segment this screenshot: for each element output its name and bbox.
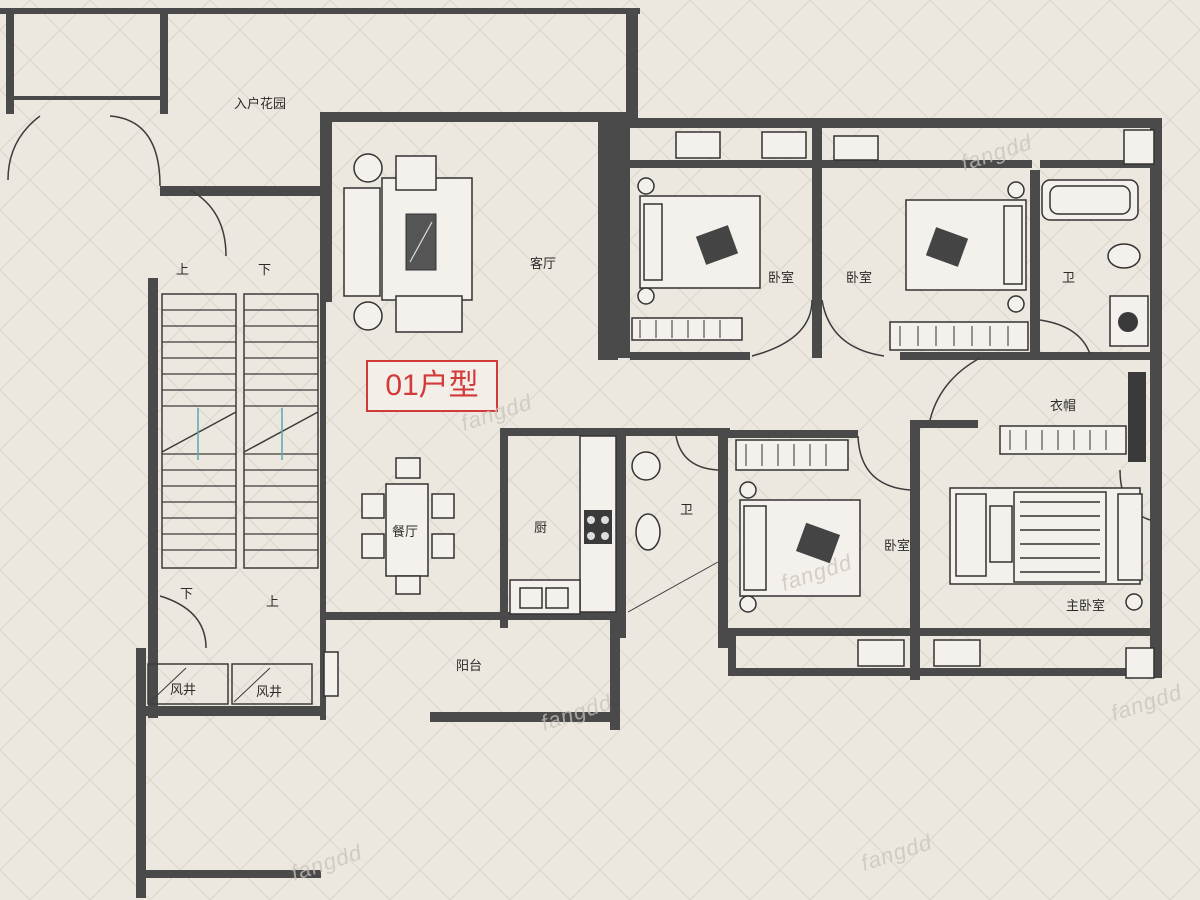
air-shaft-label: 风井	[256, 685, 282, 700]
walls	[0, 8, 1162, 898]
bedroom-label: 卧室	[846, 270, 872, 286]
wardrobe-fixtures	[999, 372, 1146, 462]
stair-up-label: 上	[176, 263, 189, 278]
living-room-label: 客厅	[530, 256, 556, 272]
bathroom-label: 卫	[1062, 271, 1075, 286]
bathroom-label: 卫	[680, 503, 693, 518]
wardrobe-label: 衣帽	[1050, 398, 1076, 414]
staircase	[161, 293, 319, 569]
kitchen-label: 厨	[534, 521, 547, 536]
master-bath-fixtures	[1041, 129, 1155, 347]
dining-room-label: 餐厅	[392, 524, 418, 540]
air-shafts	[147, 663, 313, 705]
master-bed	[933, 487, 1155, 679]
balcony-fixtures	[323, 651, 339, 697]
dining-table	[361, 457, 455, 595]
stair-down-label: 下	[258, 263, 271, 278]
kitchen-counters	[509, 435, 617, 615]
bedroom-1-furniture	[631, 131, 807, 341]
bedroom-label: 卧室	[884, 538, 910, 554]
stair-down-label: 下	[180, 587, 193, 602]
bedroom-label: 卧室	[768, 270, 794, 286]
stair-up-label: 上	[266, 595, 279, 610]
bedroom-3-furniture	[735, 439, 905, 667]
bedroom-2-furniture	[833, 135, 1029, 351]
sofa-set	[343, 153, 473, 333]
entry-garden-label: 入户花园	[234, 96, 286, 112]
balcony-label: 阳台	[456, 659, 482, 674]
bathroom-fixtures	[627, 451, 719, 613]
master-bedroom-label: 主卧室	[1066, 598, 1105, 614]
air-shaft-label: 风井	[170, 683, 196, 698]
unit-type-label: 01户型	[366, 360, 498, 412]
